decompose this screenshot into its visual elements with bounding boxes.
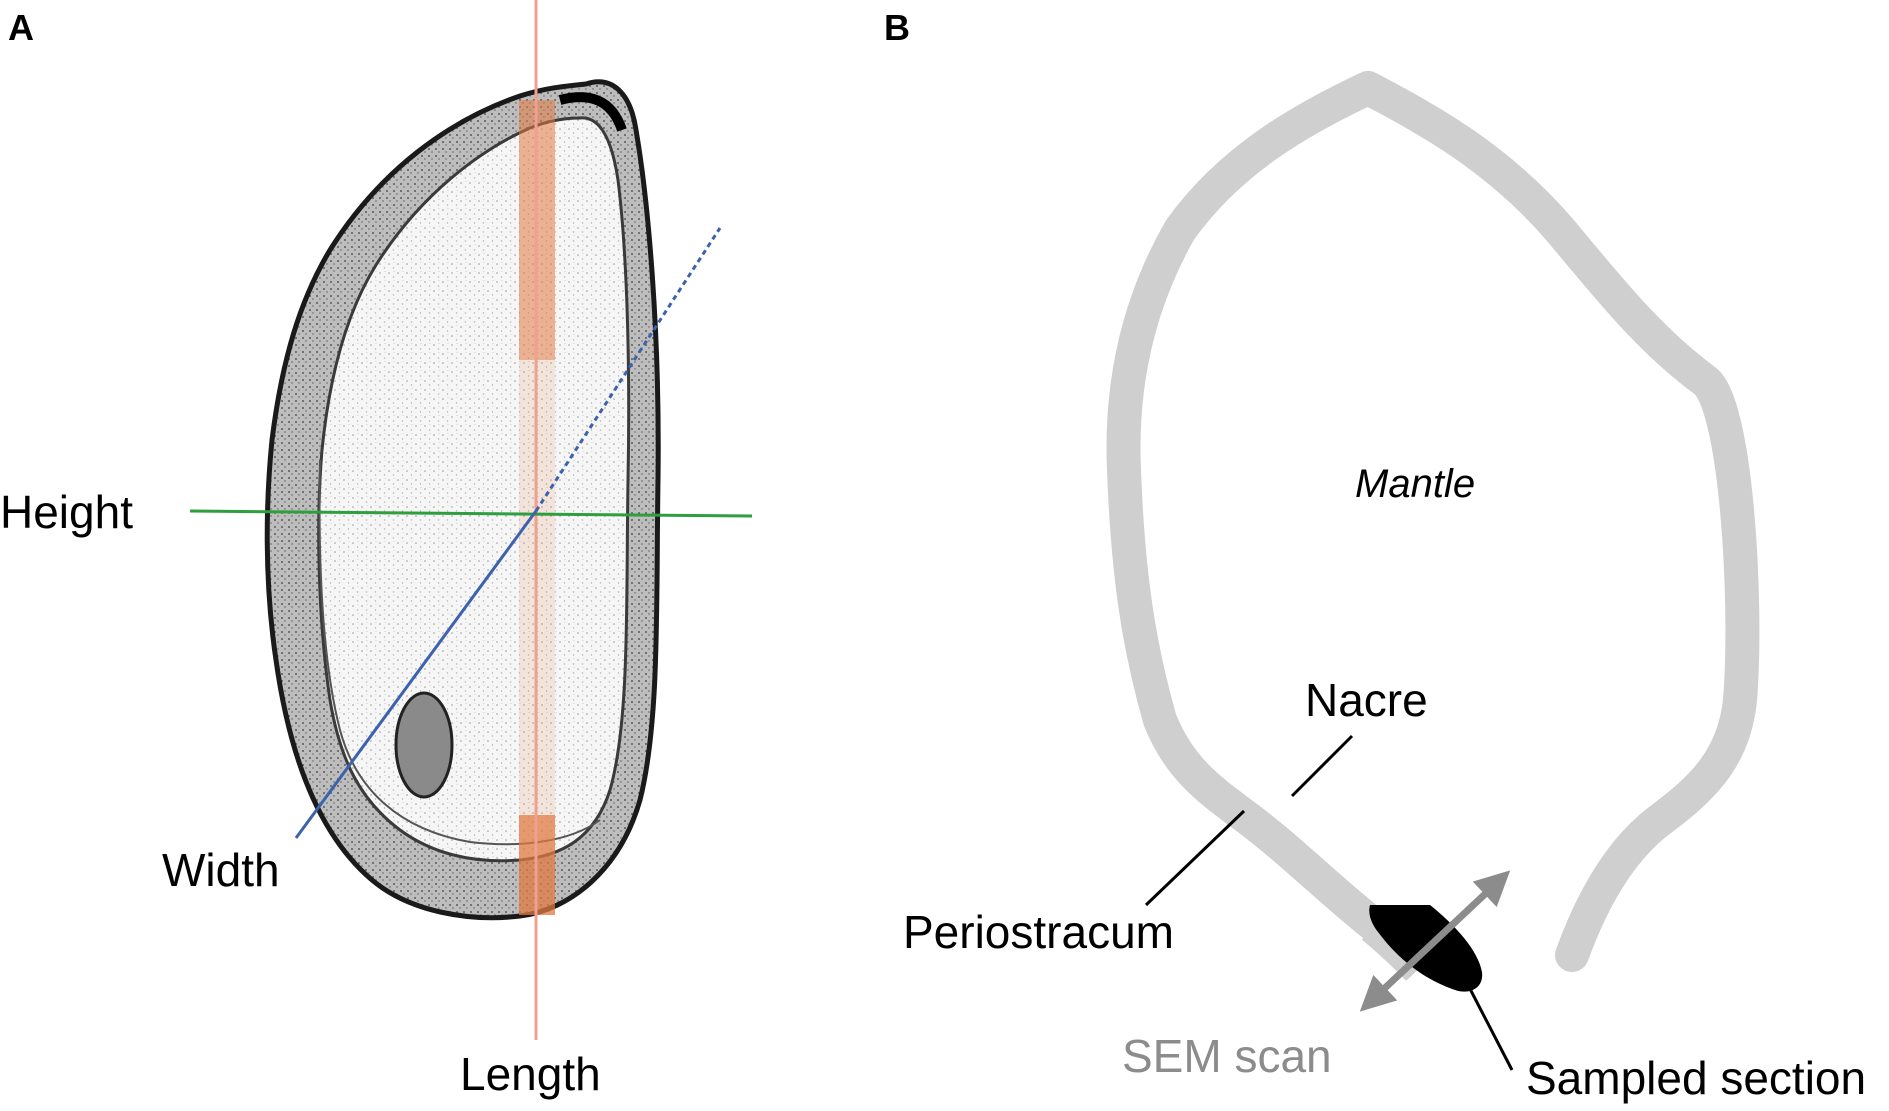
nacre-label: Nacre [1305,674,1428,726]
height-line [189,509,753,518]
panel-a-letter: A [8,7,34,48]
width-line [294,510,538,839]
muscle-scar [394,691,454,799]
periostracum-label: Periostracum [903,906,1174,958]
sem-scan-arrow [1359,870,1511,1012]
sem-scan-label: SEM scan [1122,1030,1332,1082]
height-label: Height [0,486,133,538]
length-label: Length [460,1048,601,1100]
periostracum-pointer [1144,809,1246,907]
sampled-section-label: Sampled section [1526,1052,1866,1104]
panel-b-letter: B [884,7,910,48]
shell-section-outline [1106,71,1760,972]
nacre-pointer [1290,734,1354,798]
mussel-shell-drawing [264,79,661,921]
sampled-section-pointer [1466,984,1514,1071]
width-line-dotted [534,227,722,512]
width-label: Width [162,844,280,896]
mantle-label: Mantle [1355,462,1475,506]
